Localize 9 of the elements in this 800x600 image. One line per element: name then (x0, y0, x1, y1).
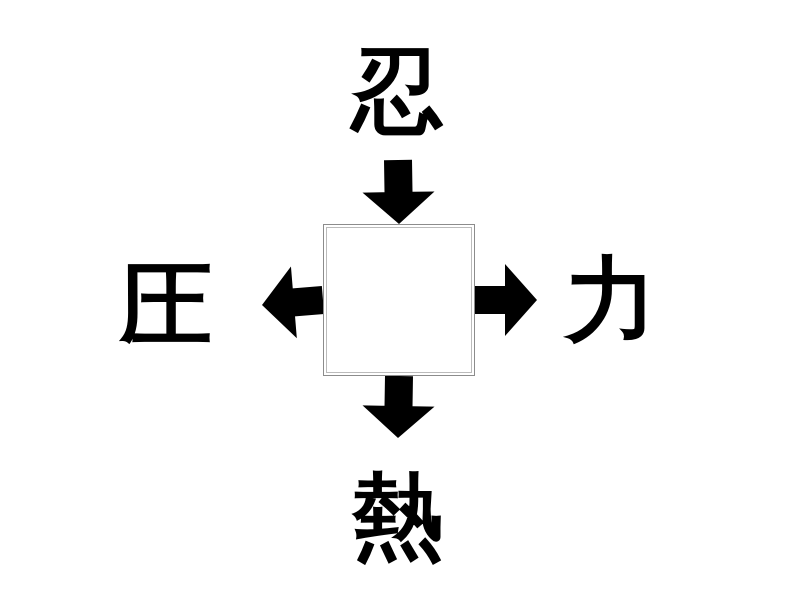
kanji-character: 力 (565, 254, 657, 346)
block-arrow (262, 266, 324, 338)
kanji-character: 忍 (352, 45, 444, 137)
block-arrow (362, 160, 434, 224)
block-arrow (475, 264, 537, 336)
block-arrow (362, 376, 434, 438)
kanji-character: 熱 (352, 471, 444, 563)
kanji-character: 圧 (120, 259, 212, 351)
answer-box (323, 224, 475, 376)
